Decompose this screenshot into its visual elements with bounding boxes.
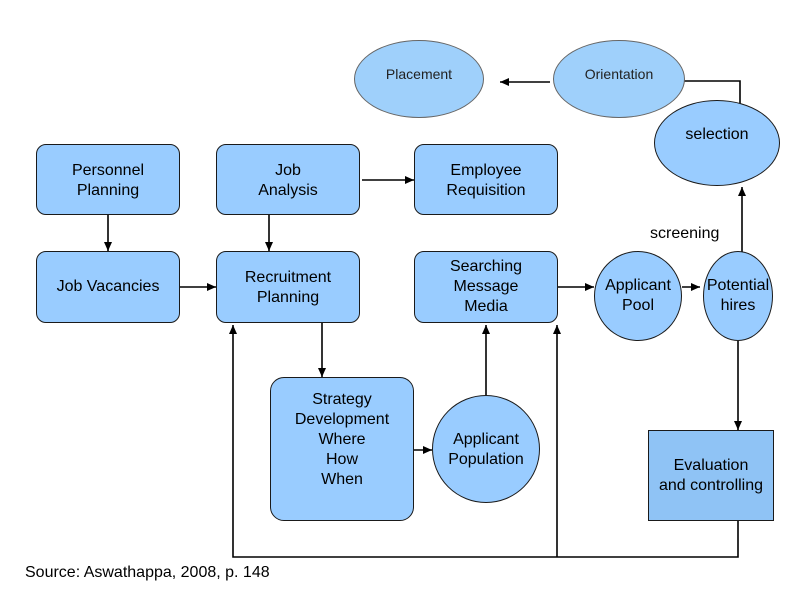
searching-message-media-box: Searching Message Media [414, 251, 558, 323]
personnel-planning-box: Personnel Planning [36, 144, 180, 215]
job-analysis-box: Job Analysis [216, 144, 360, 215]
selection-node: selection [654, 100, 780, 186]
applicant-population-node: Applicant Population [432, 395, 540, 503]
feedback-evaluation-to-recruitment [229, 325, 739, 558]
evaluation-controlling-box: Evaluation and controlling [648, 430, 774, 521]
applicant-pool-node: Applicant Pool [594, 251, 682, 341]
screening-label: screening [650, 225, 720, 242]
strategy-development-box: Strategy Development Where How When [270, 377, 414, 521]
job-vacancies-box: Job Vacancies [36, 251, 180, 323]
source-citation: Source: Aswathappa, 2008, p. 148 [25, 564, 270, 581]
potential-hires-node: Potential hires [703, 251, 773, 341]
orientation-node: Orientation [553, 40, 685, 118]
placement-node: Placement [354, 40, 484, 118]
employee-requisition-box: Employee Requisition [414, 144, 558, 215]
recruitment-planning-box: Recruitment Planning [216, 251, 360, 323]
